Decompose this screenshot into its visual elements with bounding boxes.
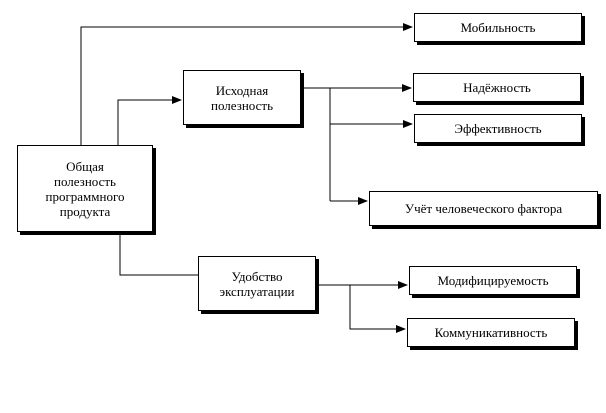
edge-root-initial-utility xyxy=(117,96,182,145)
node-efficiency: Эффективность xyxy=(414,114,582,143)
edge-usability-communicativeness xyxy=(349,285,406,333)
node-initial-utility: Исходная полезность xyxy=(183,70,301,125)
node-communicativeness: Коммуникативность xyxy=(407,318,575,347)
node-modifiability: Модифицируемость xyxy=(409,266,577,295)
edge-root-usability xyxy=(119,232,198,276)
edge-root-mobility xyxy=(80,23,413,145)
node-human-factor: Учёт человеческого фактора xyxy=(369,191,598,226)
node-reliability: Надёжность xyxy=(413,73,581,102)
node-usability: Удобство эксплуатации xyxy=(198,256,316,311)
node-overall-utility: Общая полезность программного продукта xyxy=(17,145,153,232)
node-mobility: Мобильность xyxy=(414,13,582,42)
